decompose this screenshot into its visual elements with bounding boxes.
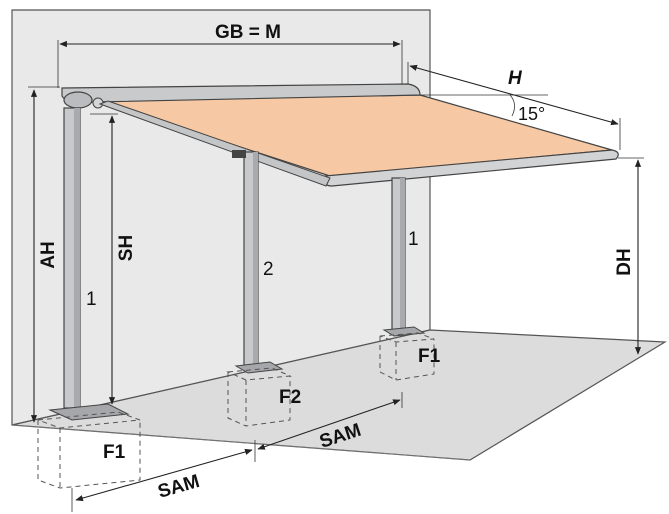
- base-plate-right: [382, 326, 426, 337]
- foundation-middle: [226, 367, 292, 427]
- angle-indicator: [420, 94, 548, 117]
- dimension-spacing: [71, 392, 403, 512]
- label-projection: H: [508, 68, 523, 89]
- dimension-clearance: [618, 157, 644, 355]
- label-post-height: SH: [116, 235, 137, 261]
- dimension-post-height: [90, 113, 118, 405]
- label-width: GB = M: [215, 22, 281, 43]
- label-clearance: DH: [614, 248, 635, 275]
- label-post-right: 1: [408, 229, 419, 250]
- label-angle: 15°: [518, 104, 545, 124]
- label-foundation-right: F1: [418, 346, 441, 367]
- label-mount-height: AH: [38, 241, 59, 268]
- base-plate-left: [48, 403, 130, 421]
- label-foundation-left: F1: [103, 442, 126, 463]
- label-post-middle: 2: [263, 259, 274, 280]
- label-post-left: 1: [86, 289, 97, 310]
- foundation-right: [379, 332, 435, 381]
- dimension-mount-height: [28, 86, 60, 423]
- label-foundation-middle: F2: [279, 387, 301, 408]
- dimension-width: [57, 40, 403, 88]
